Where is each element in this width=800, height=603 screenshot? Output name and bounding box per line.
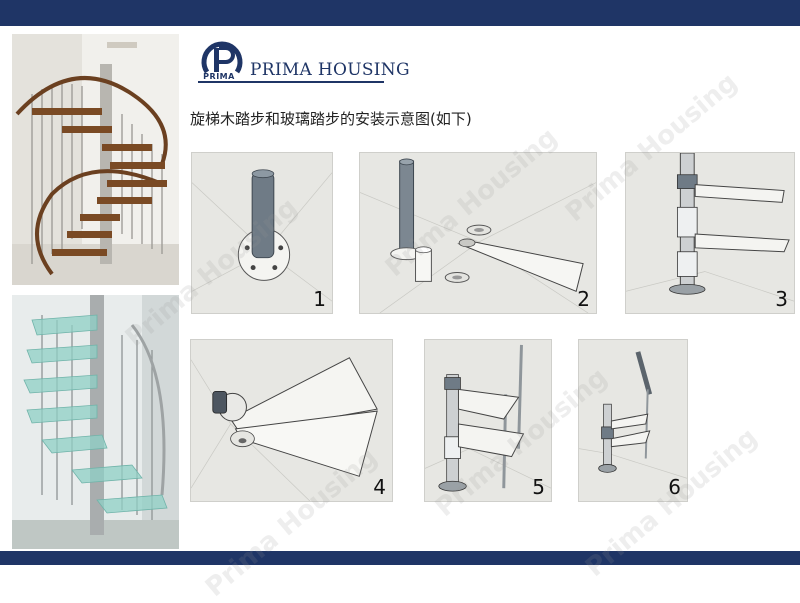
brand-underline bbox=[198, 81, 384, 83]
step-number: 1 bbox=[313, 287, 326, 311]
wooden-tread-spiral-staircase-photo bbox=[12, 34, 179, 285]
step-4-panel: 4 bbox=[190, 339, 393, 502]
step-number: 6 bbox=[668, 475, 681, 499]
step-6-panel: 6 bbox=[578, 339, 688, 502]
prima-logo-icon bbox=[197, 38, 247, 82]
step-number: 2 bbox=[577, 287, 590, 311]
bottom-band bbox=[0, 551, 800, 565]
step-number: 4 bbox=[373, 475, 386, 499]
glass-tread-spiral-staircase-photo bbox=[12, 295, 179, 549]
step-number: 3 bbox=[775, 287, 788, 311]
step-2-panel: 2 bbox=[359, 152, 597, 314]
page-heading: 旋梯木踏步和玻璃踏步的安装示意图(如下) bbox=[190, 110, 472, 128]
step-number: 5 bbox=[532, 475, 545, 499]
step-5-panel: 5 bbox=[424, 339, 552, 502]
logo-caption: PRIMA bbox=[203, 72, 235, 81]
top-band bbox=[0, 0, 800, 26]
brand-name: PRIMA HOUSING bbox=[250, 60, 410, 80]
step-3-panel: 3 bbox=[625, 152, 795, 314]
step-1-panel: 1 bbox=[191, 152, 333, 314]
